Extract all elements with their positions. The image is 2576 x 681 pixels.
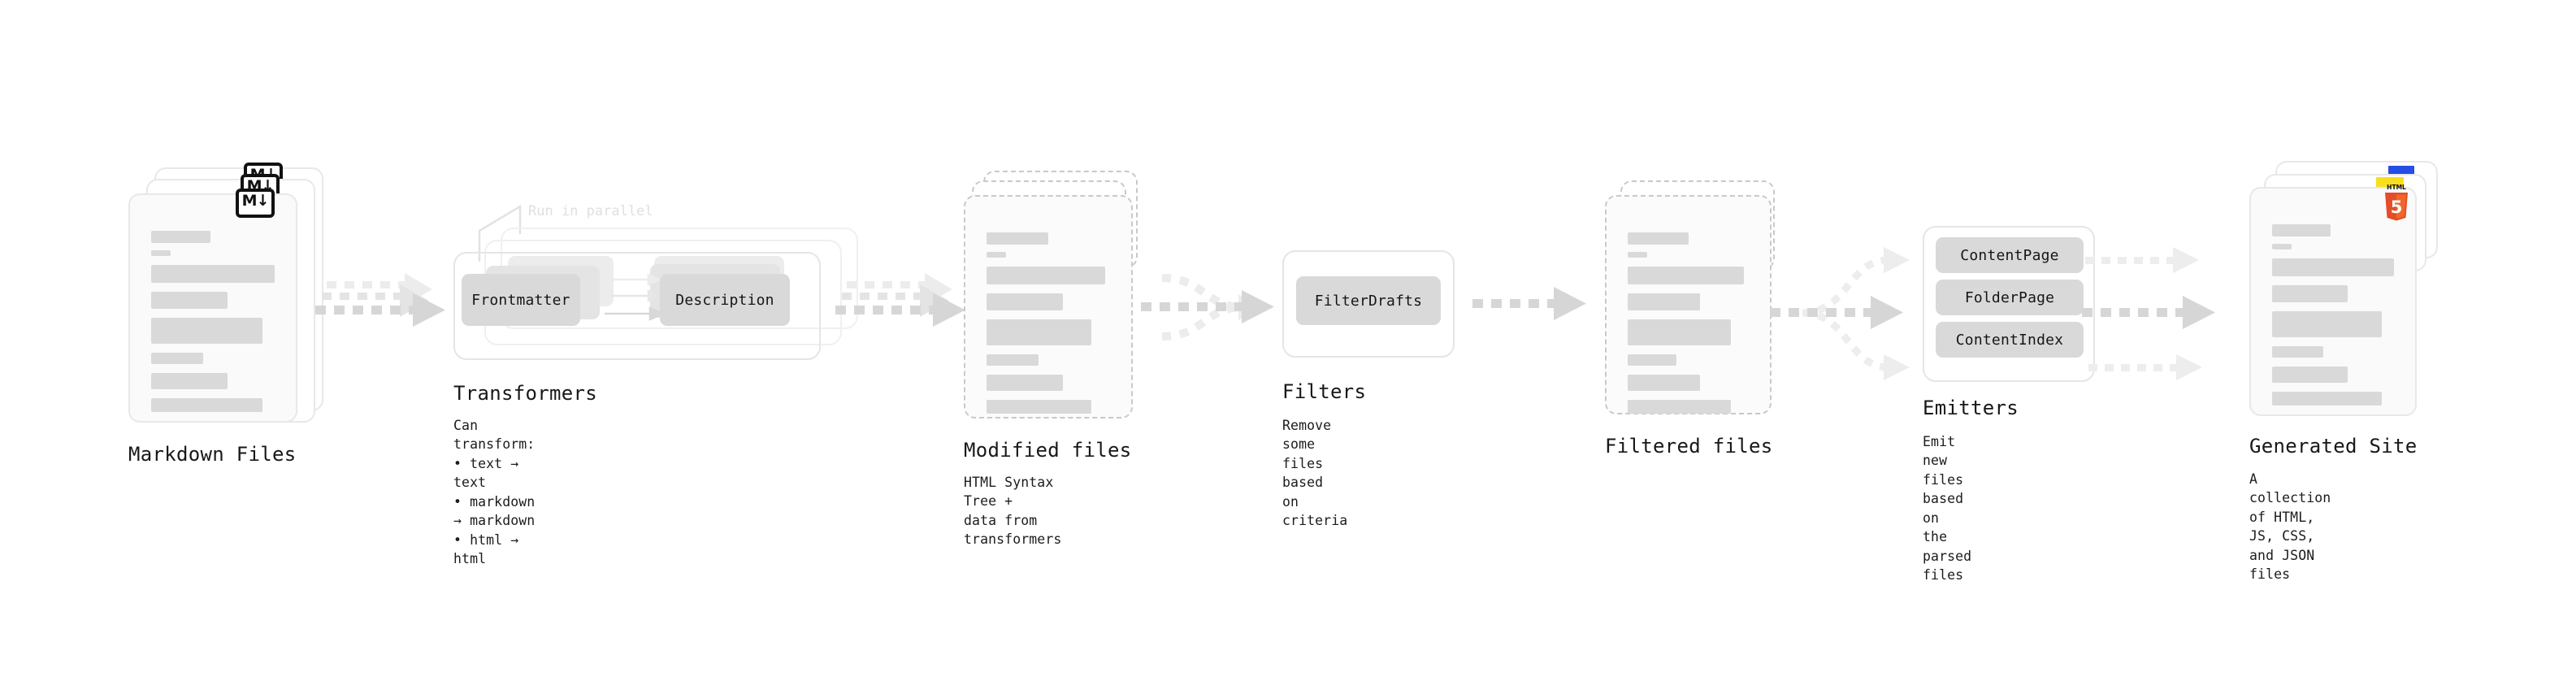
modified-files-caption: Modified files	[964, 439, 1132, 462]
html5-icon: HTML 5	[2385, 184, 2408, 221]
filtered-card-bars	[1628, 232, 1749, 423]
transformer-inner-arrows	[605, 273, 666, 321]
filtered-card-front[interactable]	[1605, 195, 1772, 414]
filters-caption: Filters	[1282, 380, 1367, 403]
arrow-emitters-to-site	[2082, 247, 2215, 380]
generated-site-subcaption: A collection of HTML, JS, CSS, and JSON …	[2249, 471, 2331, 583]
arrow-markdown-to-transformers	[315, 273, 445, 327]
emitters-chip-contentpage[interactable]: ContentPage	[1936, 237, 2084, 273]
filtered-files-caption: Filtered files	[1605, 435, 1773, 458]
arrow-transformers-to-modified	[835, 273, 965, 327]
filters-chip-filterdrafts[interactable]: FilterDrafts	[1296, 276, 1441, 325]
arrow-filters-to-filtered	[1472, 287, 1586, 320]
transformers-caption: Transformers	[453, 382, 597, 405]
modified-card-front[interactable]	[964, 195, 1133, 419]
transformer-chip-description[interactable]: Description	[660, 274, 790, 326]
arrow-modified-to-filters	[1141, 274, 1274, 340]
modified-files-subcaption: HTML Syntax Tree + data from transformer…	[964, 475, 1062, 548]
site-card-front[interactable]	[2249, 187, 2417, 416]
markdown-icon: M↓	[236, 189, 275, 218]
emitters-caption: Emitters	[1923, 397, 2019, 419]
css-badge	[2388, 166, 2414, 176]
modified-card-bars	[987, 232, 1110, 423]
transformer-card-front[interactable]	[453, 252, 821, 360]
run-in-parallel-bracket	[478, 204, 522, 262]
run-in-parallel-label: Run in parallel	[528, 203, 653, 219]
arrow-filtered-to-emitters	[1770, 247, 1910, 380]
emitters-subcaption: Emit new files based on the parsed files	[1923, 434, 1972, 583]
transformers-subcaption: Can transform: • text → text • markdown …	[453, 418, 536, 566]
svg-text:HTML: HTML	[2387, 184, 2406, 191]
svg-text:5: 5	[2391, 197, 2403, 217]
emitters-chip-contentindex[interactable]: ContentIndex	[1936, 322, 2084, 358]
markdown-card-front[interactable]	[128, 193, 297, 423]
site-card-bars	[2272, 224, 2394, 414]
filters-subcaption: Remove some files based on criteria	[1282, 418, 1348, 529]
generated-site-caption: Generated Site	[2249, 435, 2418, 458]
markdown-files-caption: Markdown Files	[128, 443, 297, 466]
markdown-card-bars	[151, 231, 275, 421]
transformer-chip-frontmatter[interactable]: Frontmatter	[462, 274, 580, 326]
emitters-chip-folderpage[interactable]: FolderPage	[1936, 280, 2084, 315]
